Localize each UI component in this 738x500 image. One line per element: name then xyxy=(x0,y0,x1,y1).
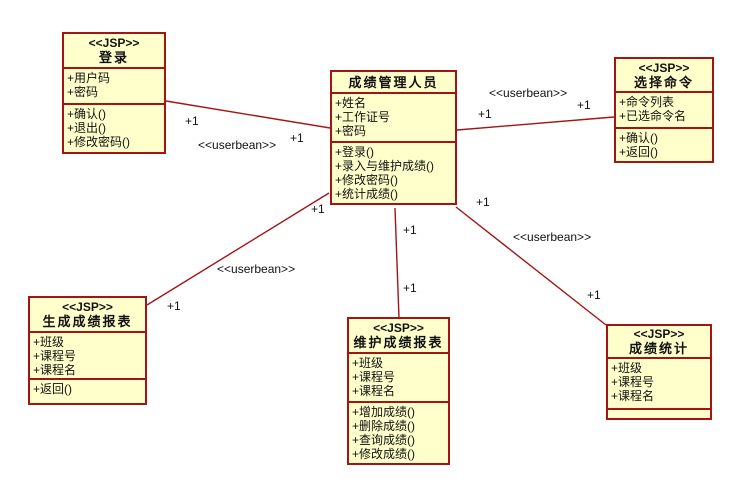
class-header: <<JSP>> 维护成绩报表 xyxy=(349,319,448,352)
class-attribute: +课程名 xyxy=(33,363,77,377)
class-method: +退出() xyxy=(67,121,107,135)
class-attribute: +课程号 xyxy=(33,349,77,363)
class-box-statistics[interactable]: <<JSP>> 成绩统计 +班级 +课程号 +课程名 xyxy=(606,324,712,420)
class-methods-empty xyxy=(608,408,710,418)
class-stereotype: <<JSP>> xyxy=(373,321,424,335)
association-manager-maintain-report xyxy=(394,207,400,319)
class-method: +增加成绩() xyxy=(352,405,416,419)
class-method: +返回() xyxy=(619,145,659,159)
class-attribute: +命令列表 xyxy=(619,95,675,109)
multiplicity-label: +1 xyxy=(577,98,591,112)
multiplicity-label: +1 xyxy=(478,107,492,121)
class-attribute: +班级 xyxy=(33,335,65,349)
userbean-label: <<userbean>> xyxy=(489,86,568,100)
class-name: 登录 xyxy=(98,50,129,65)
class-name: 选择命令 xyxy=(633,74,694,90)
class-attributes: +班级 +课程号 +课程名 xyxy=(349,352,448,401)
class-box-maintain-report[interactable]: <<JSP>> 维护成绩报表 +班级 +课程号 +课程名 +增加成绩() +删除… xyxy=(347,317,450,465)
class-methods: +确认() +返回() xyxy=(616,127,712,161)
class-attribute: +班级 xyxy=(611,361,643,375)
class-attributes: +班级 +课程号 +课程名 xyxy=(30,331,145,378)
multiplicity-label: +1 xyxy=(185,114,199,128)
class-attribute: +班级 xyxy=(352,356,384,370)
class-attribute: +密码 xyxy=(335,124,367,138)
class-attribute: +课程号 xyxy=(611,375,655,389)
class-box-manager[interactable]: 成绩管理人员 +姓名 +工作证号 +密码 +登录() +录入与维护成绩() +修… xyxy=(330,70,457,205)
class-header: <<JSP>> 生成成绩报表 xyxy=(30,298,145,331)
userbean-label: <<userbean>> xyxy=(217,262,296,276)
class-name: 成绩管理人员 xyxy=(348,74,439,90)
class-methods: +登录() +录入与维护成绩() +修改密码() +统计成绩() xyxy=(332,141,455,203)
association-manager-select-command xyxy=(456,116,615,131)
multiplicity-label: +1 xyxy=(311,202,325,216)
class-methods: +确认() +退出() +修改密码() xyxy=(64,103,164,152)
class-attribute: +课程名 xyxy=(611,389,655,403)
class-attributes: +用户码 +密码 xyxy=(64,67,164,103)
class-name: 成绩统计 xyxy=(628,341,689,356)
class-method: +录入与维护成绩() xyxy=(335,159,435,173)
class-method: +确认() xyxy=(67,107,107,121)
class-method: +修改密码() xyxy=(335,173,399,187)
class-attribute: +姓名 xyxy=(335,96,367,110)
class-method: +修改密码() xyxy=(67,135,131,149)
class-methods: +返回() xyxy=(30,378,145,403)
class-stereotype: <<JSP>> xyxy=(633,327,685,341)
userbean-label: <<userbean>> xyxy=(198,138,277,152)
class-header: <<JSP>> 选择命令 xyxy=(616,59,712,91)
multiplicity-label: +1 xyxy=(167,299,181,313)
class-method: +统计成绩() xyxy=(335,187,399,201)
class-header: <<JSP>> 登录 xyxy=(64,34,164,67)
class-stereotype: <<JSP>> xyxy=(88,36,140,50)
class-header: 成绩管理人员 xyxy=(332,72,455,92)
class-box-select-command[interactable]: <<JSP>> 选择命令 +命令列表 +已选命令名 +确认() +返回() xyxy=(614,57,714,163)
class-box-login[interactable]: <<JSP>> 登录 +用户码 +密码 +确认() +退出() +修改密码() xyxy=(62,32,166,154)
class-attributes: +班级 +课程号 +课程名 xyxy=(608,357,710,408)
class-attribute: +课程号 xyxy=(352,370,396,384)
multiplicity-label: +1 xyxy=(476,195,490,209)
multiplicity-label: +1 xyxy=(587,288,601,302)
class-method: +删除成绩() xyxy=(352,419,416,433)
class-attribute: +密码 xyxy=(67,85,99,99)
class-method: +修改成绩() xyxy=(352,447,416,461)
class-attribute: +课程名 xyxy=(352,384,396,398)
class-name: 生成成绩报表 xyxy=(42,314,133,329)
class-method: +返回() xyxy=(33,382,73,396)
class-box-generate-report[interactable]: <<JSP>> 生成成绩报表 +班级 +课程号 +课程名 +返回() xyxy=(28,296,147,405)
class-attribute: +已选命令名 xyxy=(619,109,687,123)
association-manager-statistics xyxy=(455,206,607,326)
class-method: +查询成绩() xyxy=(352,433,416,447)
association-manager-generate-report xyxy=(146,192,330,306)
class-stereotype: <<JSP>> xyxy=(62,300,113,314)
association-login-manager xyxy=(165,100,331,129)
class-stereotype: <<JSP>> xyxy=(638,60,690,75)
class-method: +登录() xyxy=(335,145,375,159)
class-attributes: +命令列表 +已选命令名 xyxy=(616,91,712,127)
class-method: +确认() xyxy=(619,131,659,145)
class-header: <<JSP>> 成绩统计 xyxy=(608,326,710,357)
class-name: 维护成绩报表 xyxy=(353,335,444,350)
userbean-label: <<userbean>> xyxy=(513,230,592,244)
class-methods: +增加成绩() +删除成绩() +查询成绩() +修改成绩() xyxy=(349,401,448,463)
multiplicity-label: +1 xyxy=(290,131,304,145)
class-attribute: +工作证号 xyxy=(335,110,391,124)
class-attributes: +姓名 +工作证号 +密码 xyxy=(332,92,455,141)
multiplicity-label: +1 xyxy=(403,281,417,295)
multiplicity-label: +1 xyxy=(403,223,417,237)
class-attribute: +用户码 xyxy=(67,71,111,85)
